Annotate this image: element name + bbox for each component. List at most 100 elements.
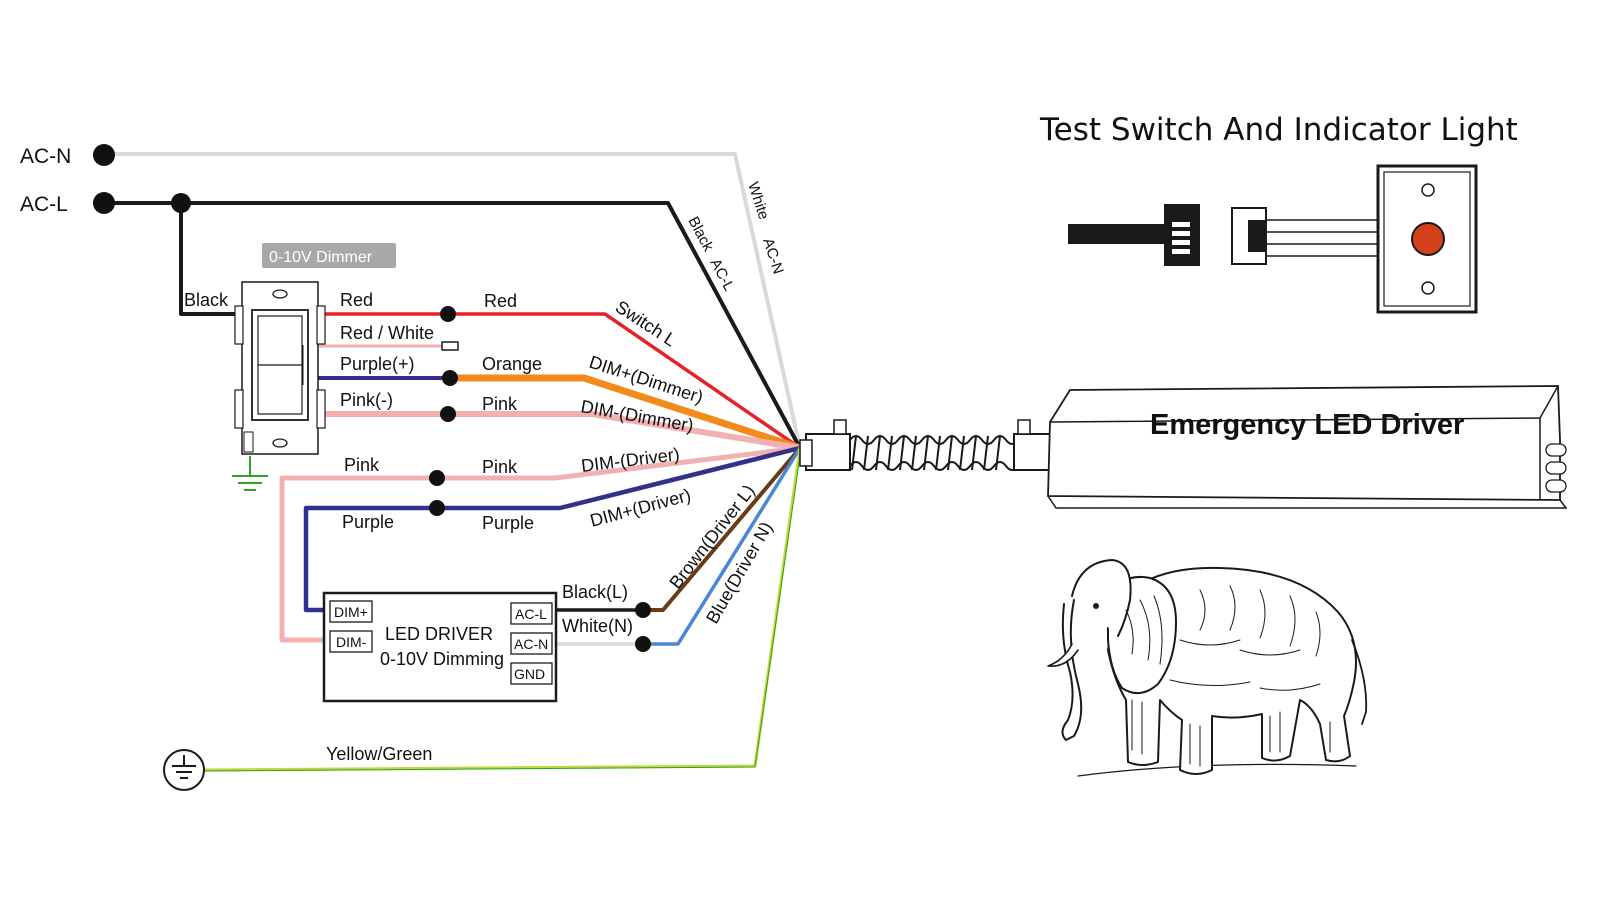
harness-acn-label: AC-N [759,236,787,276]
junction-red [440,306,456,322]
wire-ground-stripe [203,448,802,772]
conduit-coil [849,435,1019,471]
junction-pink-dimmer [440,406,456,422]
junctions [93,144,651,652]
conduit-ribs [851,435,1001,471]
harness-dim-plus-driver-label: DIM+(Driver) [588,485,693,531]
ground-icon [232,475,268,491]
plate-screw-bottom [1421,281,1435,295]
wire-pink-mid-label: Pink [482,457,518,477]
elephant-eye [1093,603,1099,609]
dimmer-red-white-label: Red / White [340,323,434,343]
terminal-ac-l [93,192,115,214]
term-gnd: GND [514,666,545,682]
conduit-connector-left [805,433,851,471]
conduit-screw-left [833,419,847,435]
wire-dim-plus-driver [303,445,803,613]
wire-ac-l [102,201,802,450]
harness-dim-minus-dimmer-label: DIM-(Dimmer) [579,396,695,435]
test-switch-leads [1266,219,1378,257]
wire-red-white-cap [441,341,459,351]
junction-black-l [635,602,651,618]
ac-l-label: AC-L [20,193,68,216]
junction-purple-driver [429,500,445,516]
wire-white-n-label: White(N) [562,616,633,636]
harness-acl-label: AC-L [706,256,737,294]
wire-dim-minus-driver [279,445,803,643]
wire-orange-label: Orange [482,354,542,374]
junction-purple-orange [442,370,458,386]
elephant-shading [1125,585,1331,767]
dimmer-tag-bg [262,243,396,268]
dimmer-tab-left-2 [234,389,244,429]
mounting-slots [1545,443,1567,493]
term-dim-plus-box [329,600,373,623]
earth-ground-icon [163,749,205,791]
dimmer-tab-right-1 [316,305,326,345]
wire-blue-driver-n [638,446,802,646]
dimmer-screw-bottom [272,438,288,448]
flex-conduit [799,419,1053,471]
term-ac-l: AC-L [515,606,547,622]
wire-ac-n [102,152,802,450]
harness-black-label: Black [684,214,716,255]
elephant-illustration [1047,559,1368,777]
led-driver-subtitle: 0-10V Dimming [380,649,504,669]
term-ac-n-box [510,632,553,655]
elephant-tusk [1047,643,1079,667]
wire-pink-left-label: Pink [344,455,380,475]
conduit-connector-right [1013,433,1053,471]
term-ac-l-box [510,602,553,625]
dimmer-black-label: Black [184,290,229,310]
led-driver-title: LED DRIVER [385,624,493,644]
plate-screw-top [1421,183,1435,197]
emergency-driver-edge [1049,385,1559,500]
conduit-screw-right [1017,419,1031,435]
test-switch: Test Switch And Indicator Light [1039,112,1518,314]
dimmer-red-label: Red [340,290,373,310]
indicator-light-icon [1411,222,1445,256]
dimmer-ridges [243,431,254,453]
dimmer-purple-label: Purple(+) [340,354,415,374]
term-dim-minus: DIM- [336,634,367,650]
test-switch-cable [1068,224,1166,244]
plug-male-pins [1172,222,1190,254]
wire-ground-label: Yellow/Green [326,744,432,764]
junction-pink-driver [429,470,445,486]
term-ac-n: AC-N [514,636,548,652]
elephant-ground [1077,763,1357,777]
wire-pink-top-label: Pink [482,394,518,414]
emergency-driver-body [1047,385,1561,501]
junction-white-n [635,636,651,652]
wire-red-label: Red [484,291,517,311]
wire-dim-minus-dimmer [315,411,803,451]
dimmer-tag-label: 0-10V Dimmer [269,249,373,266]
dimmer-tab-left-1 [234,305,244,345]
ac-n-label: AC-N [20,145,71,168]
dimmer-screw-top [272,289,288,299]
elephant-tail [1351,639,1368,725]
dimmer-switch: 0-10V Dimmer Black Red Red / White Purpl… [184,243,434,491]
dimmer-pink-label: Pink(-) [340,390,393,410]
wire-dim-plus-dimmer [444,374,804,452]
term-gnd-box [510,662,553,685]
conduit-nut-left [799,439,813,467]
emergency-driver-base [1047,495,1568,509]
emergency-driver-title: Emergency LED Driver [1150,409,1464,441]
elephant-trunk [1061,599,1083,741]
wire-purple-mid-label: Purple [482,513,534,533]
plug-female-core [1248,220,1266,252]
led-driver-box: DIM+ DIM- AC-L AC-N GND LED DRIVER 0-10V… [322,591,558,703]
wire-switch-l [316,312,802,450]
emergency-driver: Emergency LED Driver [1047,385,1568,509]
term-dim-plus: DIM+ [334,604,368,620]
elephant-head [1071,559,1132,637]
wire-purple-left-label: Purple [342,512,394,532]
dimmer-tab-right-2 [316,389,326,429]
term-dim-minus-box [329,630,373,653]
wire-black-l-label: Black(L) [562,582,628,602]
junction-ac-l [171,193,191,213]
terminal-ac-n [93,144,115,166]
wire-dimmer-black [179,201,244,316]
